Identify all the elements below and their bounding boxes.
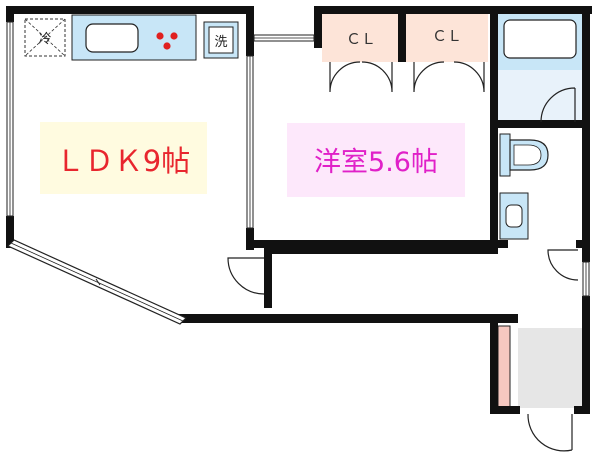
fridge-label: 冷 — [38, 32, 51, 47]
closet-2-label: ＣＬ — [432, 27, 462, 45]
kitchen-sink — [85, 23, 139, 53]
stove-burner — [163, 42, 171, 50]
washroom-floor — [498, 70, 582, 126]
ldk-label: ＬＤＫ9帖 — [56, 144, 190, 178]
ldk-label-bg — [40, 122, 207, 194]
washer-label: 洗 — [214, 35, 227, 50]
closet-1-label: ＣＬ — [346, 30, 376, 48]
western-room-label: 洋室5.6帖 — [314, 147, 438, 178]
entrance-floor — [518, 328, 582, 408]
doors — [227, 61, 579, 452]
closet-1 — [322, 14, 400, 62]
shoe-box — [497, 325, 511, 409]
bathtub — [503, 19, 577, 59]
stove-burner — [170, 32, 178, 40]
closet-2 — [406, 14, 488, 62]
western-room-label-bg — [287, 123, 465, 197]
windows — [6, 21, 590, 325]
stove-burner — [156, 32, 164, 40]
toilet-tank — [499, 133, 511, 177]
walls — [6, 6, 592, 414]
